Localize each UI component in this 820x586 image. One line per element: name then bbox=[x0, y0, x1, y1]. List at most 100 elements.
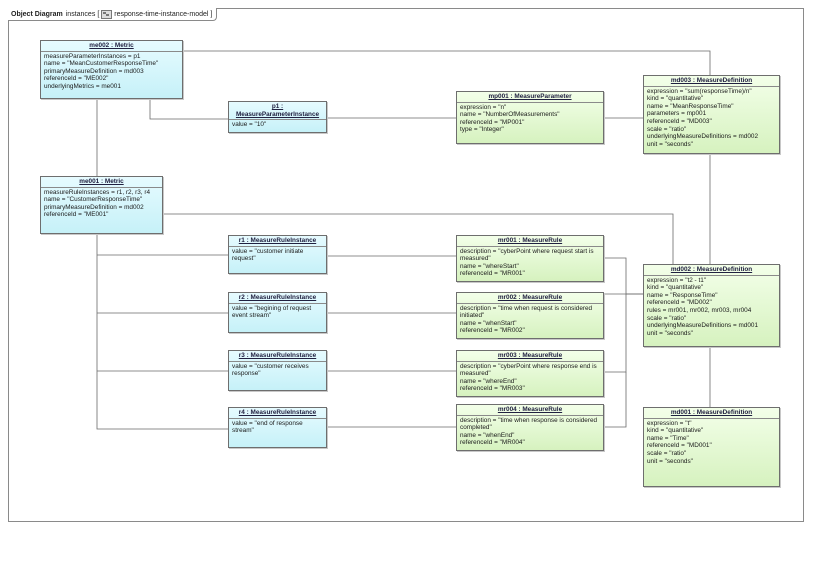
attribute: referenceId = "ME002" bbox=[44, 75, 109, 83]
object-mp001[interactable]: mp001 : MeasureParameter expression = "n… bbox=[456, 91, 604, 144]
attribute: referenceId = "MR004" bbox=[460, 439, 525, 447]
object-r1[interactable]: r1 : MeasureRuleInstance value = "custom… bbox=[228, 235, 327, 274]
attribute: referenceId = "MD002" bbox=[647, 299, 712, 307]
attribute: expression = "t" bbox=[647, 419, 692, 427]
attribute-list: value = "10" bbox=[229, 120, 326, 131]
object-title: r1 : MeasureRuleInstance bbox=[229, 236, 326, 247]
attribute: unit = "seconds" bbox=[647, 329, 693, 337]
attribute: value = "end of response stream" bbox=[232, 419, 305, 435]
object-mr003[interactable]: mr003 : MeasureRule description = "cyber… bbox=[456, 350, 604, 397]
attribute: parameters = mp001 bbox=[647, 110, 707, 118]
object-mr004[interactable]: mr004 : MeasureRule description = "time … bbox=[456, 404, 604, 451]
attribute-list: value = "customer receives response" bbox=[229, 362, 326, 380]
object-title: md002 : MeasureDefinition bbox=[644, 265, 779, 276]
object-me002[interactable]: me002 : Metric measureParameterInstances… bbox=[40, 40, 183, 99]
attribute-list: value = "end of response stream" bbox=[229, 419, 326, 437]
attribute: type = "Integer" bbox=[460, 126, 504, 134]
object-title: r2 : MeasureRuleInstance bbox=[229, 293, 326, 304]
object-r4[interactable]: r4 : MeasureRuleInstance value = "end of… bbox=[228, 407, 327, 448]
attribute: referenceId = "ME001" bbox=[44, 211, 109, 219]
attribute: name = "CustomerResponseTime" bbox=[44, 196, 143, 204]
attribute: referenceId = "MD001" bbox=[647, 442, 712, 450]
object-title: r4 : MeasureRuleInstance bbox=[229, 408, 326, 419]
frame-model: response-time-instance-model bbox=[114, 10, 209, 18]
object-title: md001 : MeasureDefinition bbox=[644, 408, 779, 419]
attribute: underlyingMeasureDefinitions = md001 bbox=[647, 322, 759, 330]
object-title: mr004 : MeasureRule bbox=[457, 405, 603, 416]
attribute: referenceId = "MD003" bbox=[647, 117, 712, 125]
attribute-list: measureRuleInstances = r1, r2, r3, r4 na… bbox=[41, 188, 162, 221]
attribute: description = "cyberPoint where response… bbox=[460, 362, 599, 378]
attribute: name = "whenEnd" bbox=[460, 431, 515, 439]
object-title: mr001 : MeasureRule bbox=[457, 236, 603, 247]
attribute-list: description = "cyberPoint where request … bbox=[457, 247, 603, 280]
attribute: expression = "n" bbox=[460, 103, 507, 111]
attribute: description = "time when request is cons… bbox=[460, 304, 594, 320]
link-me002-md003 bbox=[182, 50, 711, 75]
link-mr004-md002 bbox=[603, 372, 627, 428]
attribute-list: expression = "n" name = "NumberOfMeasure… bbox=[457, 103, 603, 136]
attribute: underlyingMeasureDefinitions = md002 bbox=[647, 133, 759, 141]
link-me001-md002 bbox=[162, 213, 674, 264]
link-me001-r4 bbox=[96, 232, 228, 430]
object-title: mr002 : MeasureRule bbox=[457, 293, 603, 304]
attribute: referenceId = "MR001" bbox=[460, 270, 525, 278]
object-md001[interactable]: md001 : MeasureDefinition expression = "… bbox=[643, 407, 780, 487]
link-mr001-md002 bbox=[603, 257, 643, 295]
attribute: measureParameterInstances = p1 bbox=[44, 52, 141, 60]
attribute: primaryMeasureDefinition = md002 bbox=[44, 203, 144, 211]
link-me002-p1 bbox=[149, 97, 228, 120]
attribute: value = "10" bbox=[232, 121, 267, 129]
attribute: referenceId = "MR002" bbox=[460, 327, 525, 335]
object-title: mp001 : MeasureParameter bbox=[457, 92, 603, 103]
attribute: unit = "seconds" bbox=[647, 140, 693, 148]
attribute: name = "MeanCustomerResponseTime" bbox=[44, 60, 159, 68]
attribute-list: expression = "sum(responseTime)/n" kind … bbox=[644, 87, 779, 151]
object-mr001[interactable]: mr001 : MeasureRule description = "cyber… bbox=[456, 235, 604, 282]
attribute: name = "whereStart" bbox=[460, 262, 519, 270]
attribute: referenceId = "MR003" bbox=[460, 385, 525, 393]
attribute: underlyingMetrics = me001 bbox=[44, 82, 121, 90]
object-me001[interactable]: me001 : Metric measureRuleInstances = r1… bbox=[40, 176, 163, 234]
attribute: value = "begining of request event strea… bbox=[232, 304, 313, 320]
model-icon bbox=[101, 9, 113, 19]
attribute: rules = mr001, mr002, mr003, mr004 bbox=[647, 306, 752, 314]
attribute: name = "MeanResponseTime" bbox=[647, 102, 734, 110]
attribute: unit = "seconds" bbox=[647, 457, 693, 465]
attribute: description = "cyberPoint where request … bbox=[460, 247, 596, 263]
attribute: kind = "quantitative" bbox=[647, 284, 704, 292]
attribute: name = "NumberOfMeasurements" bbox=[460, 111, 560, 119]
object-p1[interactable]: p1 : MeasureParameterInstance value = "1… bbox=[228, 101, 327, 133]
link-mr003-md002 bbox=[603, 294, 627, 373]
attribute-list: description = "time when response is con… bbox=[457, 416, 603, 449]
frame-name: instances bbox=[65, 10, 96, 18]
object-r2[interactable]: r2 : MeasureRuleInstance value = "begini… bbox=[228, 292, 327, 333]
attribute-list: description = "cyberPoint where response… bbox=[457, 362, 603, 395]
attribute: kind = "quantitative" bbox=[647, 427, 704, 435]
attribute: value = "customer initiate request" bbox=[232, 247, 306, 263]
attribute: measureRuleInstances = r1, r2, r3, r4 bbox=[44, 188, 151, 196]
attribute-list: value = "begining of request event strea… bbox=[229, 304, 326, 322]
object-md003[interactable]: md003 : MeasureDefinition expression = "… bbox=[643, 75, 780, 154]
object-title: md003 : MeasureDefinition bbox=[644, 76, 779, 87]
attribute-list: measureParameterInstances = p1 name = "M… bbox=[41, 52, 182, 93]
attribute: name = "ResponseTime" bbox=[647, 291, 718, 299]
attribute: scale = "ratio" bbox=[647, 314, 687, 322]
object-title: mr003 : MeasureRule bbox=[457, 351, 603, 362]
attribute: description = "time when response is con… bbox=[460, 416, 599, 432]
attribute: value = "customer receives response" bbox=[232, 362, 311, 378]
attribute-list: expression = "t2 - t1" kind = "quantitat… bbox=[644, 276, 779, 340]
object-title: me002 : Metric bbox=[41, 41, 182, 52]
attribute: kind = "quantitative" bbox=[647, 95, 704, 103]
attribute-list: description = "time when request is cons… bbox=[457, 304, 603, 337]
attribute: name = "whenStart" bbox=[460, 319, 517, 327]
object-r3[interactable]: r3 : MeasureRuleInstance value = "custom… bbox=[228, 350, 327, 391]
object-title: r3 : MeasureRuleInstance bbox=[229, 351, 326, 362]
object-md002[interactable]: md002 : MeasureDefinition expression = "… bbox=[643, 264, 780, 347]
attribute: referenceId = "MP001" bbox=[460, 118, 525, 126]
frame-tab[interactable]: Object Diagram instances [ response-time… bbox=[8, 8, 218, 21]
attribute-list: expression = "t" kind = "quantitative" n… bbox=[644, 419, 779, 468]
attribute: name = "Time" bbox=[647, 434, 689, 442]
object-mr002[interactable]: mr002 : MeasureRule description = "time … bbox=[456, 292, 604, 339]
